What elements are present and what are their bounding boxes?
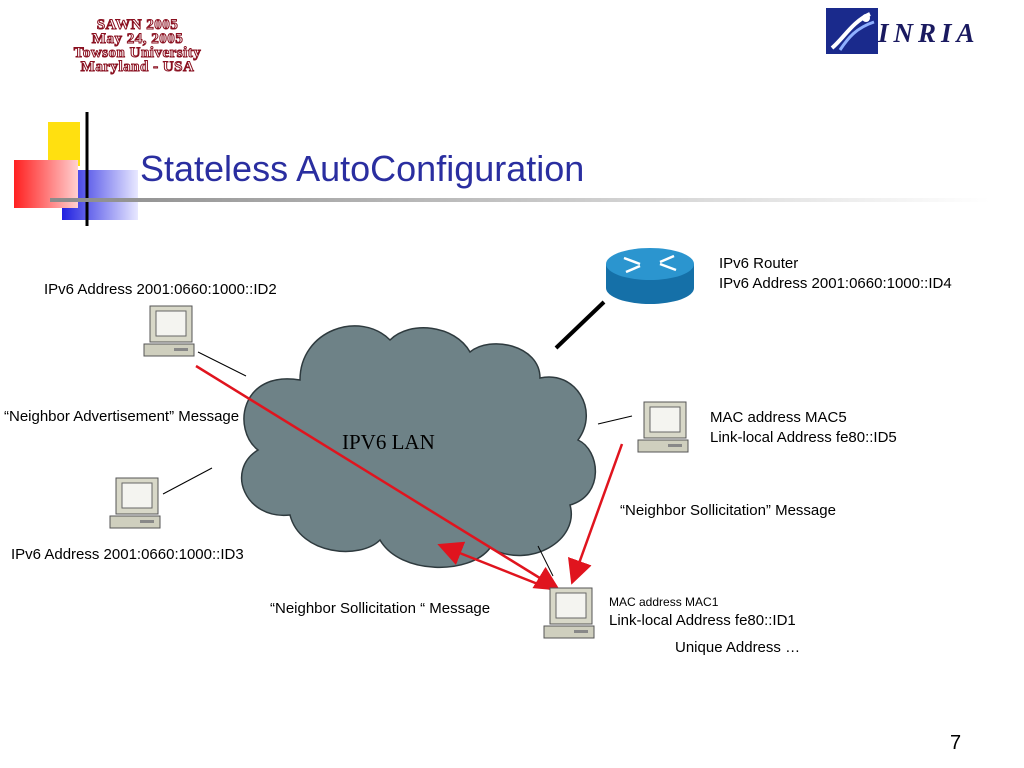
link-host-mac1 [537, 545, 554, 577]
sollicitation-message-right-label: “Neighbor Sollicitation” Message [620, 502, 836, 519]
conference-line-location: Maryland - USA [80, 59, 195, 75]
link-router [554, 300, 606, 350]
title-decoration [14, 112, 990, 226]
link-host-mac5 [597, 415, 633, 425]
router-icon [606, 248, 694, 304]
router-label: IPv6 Router [719, 255, 799, 272]
computer-icon [143, 305, 195, 357]
inria-logo-text: INRIA [878, 18, 980, 48]
link-host-id2 [197, 351, 247, 377]
slide-title: Stateless AutoConfiguration [140, 148, 585, 189]
host-mac5-link-local: Link-local Address fe80::ID5 [710, 429, 897, 446]
computer-icon [637, 401, 689, 453]
host-mac1-link-local: Link-local Address fe80::ID1 [609, 612, 796, 629]
host-mac5-mac: MAC address MAC5 [710, 409, 847, 426]
conference-header: SAWN 2005 May 24, 2005 Towson University… [30, 17, 245, 75]
host-mac1-note: Unique Address … [675, 639, 801, 656]
link-host-id3 [162, 467, 213, 495]
host-id2-address: IPv6 Address 2001:0660:1000::ID2 [44, 281, 277, 298]
sollicitation-message-left-label: “Neighbor Sollicitation “ Message [270, 600, 491, 617]
host-mac1-mac: MAC address MAC1 [609, 595, 719, 609]
conference-line-venue: Towson University [73, 45, 202, 61]
page-number: 7 [950, 732, 962, 754]
arrow-sollicitation-left [437, 541, 559, 594]
arrow-advertisement [195, 364, 561, 591]
advertisement-message-label: “Neighbor Advertisement” Message [4, 408, 240, 425]
arrow-sollicitation-right [568, 443, 624, 585]
inria-logo-icon [826, 8, 878, 54]
lan-cloud [240, 325, 597, 568]
host-id3-address: IPv6 Address 2001:0660:1000::ID3 [11, 546, 244, 563]
conference-line-name: SAWN 2005 [96, 17, 179, 33]
lan-label: IPV6 LAN [342, 430, 435, 454]
computer-icon [109, 477, 161, 529]
computer-icon [543, 587, 595, 639]
conference-line-date: May 24, 2005 [91, 31, 184, 47]
router-address: IPv6 Address 2001:0660:1000::ID4 [719, 275, 952, 292]
